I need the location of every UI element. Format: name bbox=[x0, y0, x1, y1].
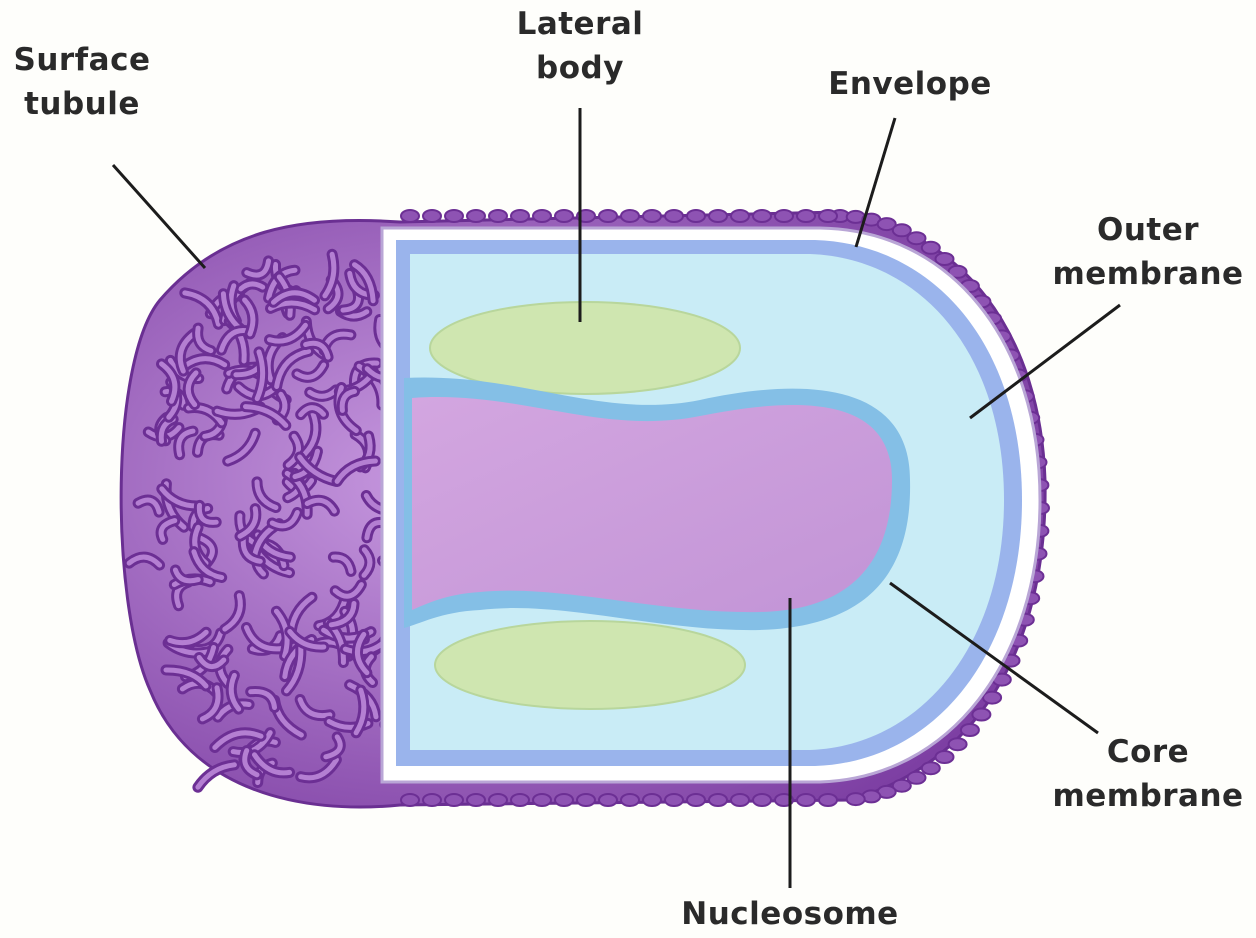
surface-tubule-rim bbox=[533, 794, 551, 806]
surface-tubule-rim bbox=[972, 709, 990, 721]
label-core-membrane-line2: membrane bbox=[1040, 774, 1256, 818]
lateral-body-bottom bbox=[435, 621, 745, 709]
surface-tubule-rim bbox=[819, 794, 837, 806]
label-surface-tubule-line1: Surface bbox=[2, 38, 162, 82]
surface-tubule-rim bbox=[936, 253, 954, 265]
surface-tubule-rim bbox=[511, 210, 529, 222]
surface-tubule-rim bbox=[687, 210, 705, 222]
label-surface-tubule: Surface tubule bbox=[2, 38, 162, 126]
cutaway-section bbox=[382, 228, 1040, 782]
surface-tubule-rim bbox=[687, 794, 705, 806]
surface-tubule-rim bbox=[819, 210, 837, 222]
surface-tubule-rim bbox=[423, 210, 441, 222]
surface-tubule-rim bbox=[709, 794, 727, 806]
surface-tubule-rim bbox=[753, 794, 771, 806]
label-lateral-body-line2: body bbox=[500, 46, 660, 90]
leader-surface-tubule bbox=[113, 165, 205, 268]
surface-tubule-rim bbox=[489, 210, 507, 222]
label-envelope: Envelope bbox=[815, 62, 1005, 106]
label-nucleosome: Nucleosome bbox=[660, 892, 920, 936]
surface-tubule-rim bbox=[423, 794, 441, 806]
surface-tubule-rim bbox=[709, 210, 727, 222]
nucleosome bbox=[412, 397, 892, 612]
label-outer-membrane-line1: Outer bbox=[1040, 208, 1256, 252]
surface-tubule-rim bbox=[599, 210, 617, 222]
surface-tubule-rim bbox=[936, 751, 954, 763]
surface-tubule-rim bbox=[445, 210, 463, 222]
surface-tubule-rim bbox=[489, 794, 507, 806]
surface-tubule-rim bbox=[555, 210, 573, 222]
surface-tubule-rim bbox=[643, 794, 661, 806]
surface-tubule-rim bbox=[775, 210, 793, 222]
label-nucleosome-text: Nucleosome bbox=[660, 892, 920, 936]
surface-tubule-rim bbox=[731, 794, 749, 806]
label-envelope-text: Envelope bbox=[815, 62, 1005, 106]
label-outer-membrane-line2: membrane bbox=[1040, 252, 1256, 296]
surface-tubule-rim bbox=[665, 794, 683, 806]
surface-tubule-rim bbox=[922, 242, 940, 254]
surface-tubule-rim bbox=[983, 692, 1001, 704]
surface-tubule-rim bbox=[847, 793, 865, 805]
surface-tubule-rim bbox=[922, 762, 940, 774]
surface-tubule-rim bbox=[445, 794, 463, 806]
surface-tubule-rim bbox=[401, 210, 419, 222]
surface-tubule-rim bbox=[797, 794, 815, 806]
surface-tubule-rim bbox=[401, 794, 419, 806]
surface-tubule-rim bbox=[533, 210, 551, 222]
label-lateral-body-line1: Lateral bbox=[500, 2, 660, 46]
surface-tubule-rim bbox=[961, 724, 979, 736]
surface-tubule-rim bbox=[621, 794, 639, 806]
surface-tubule-rim bbox=[599, 794, 617, 806]
surface-tubule-rim bbox=[797, 210, 815, 222]
label-surface-tubule-line2: tubule bbox=[2, 82, 162, 126]
surface-tubule-rim bbox=[753, 210, 771, 222]
surface-tubule-rim bbox=[467, 794, 485, 806]
lateral-body-top bbox=[430, 302, 740, 394]
surface-tubule-rim bbox=[908, 232, 926, 244]
surface-tubule-rim bbox=[467, 210, 485, 222]
label-core-membrane-line1: Core bbox=[1040, 730, 1256, 774]
label-core-membrane: Core membrane bbox=[1040, 730, 1256, 818]
surface-tubule-rim bbox=[621, 210, 639, 222]
surface-tubule-rim bbox=[555, 794, 573, 806]
surface-tubule-rim bbox=[577, 794, 595, 806]
surface-tubule-rim bbox=[665, 210, 683, 222]
label-outer-membrane: Outer membrane bbox=[1040, 208, 1256, 296]
surface-tubule-rim bbox=[643, 210, 661, 222]
surface-tubule-rim bbox=[511, 794, 529, 806]
label-lateral-body: Lateral body bbox=[500, 2, 660, 90]
surface-tubule-rim bbox=[949, 738, 967, 750]
surface-tubule-rim bbox=[731, 210, 749, 222]
